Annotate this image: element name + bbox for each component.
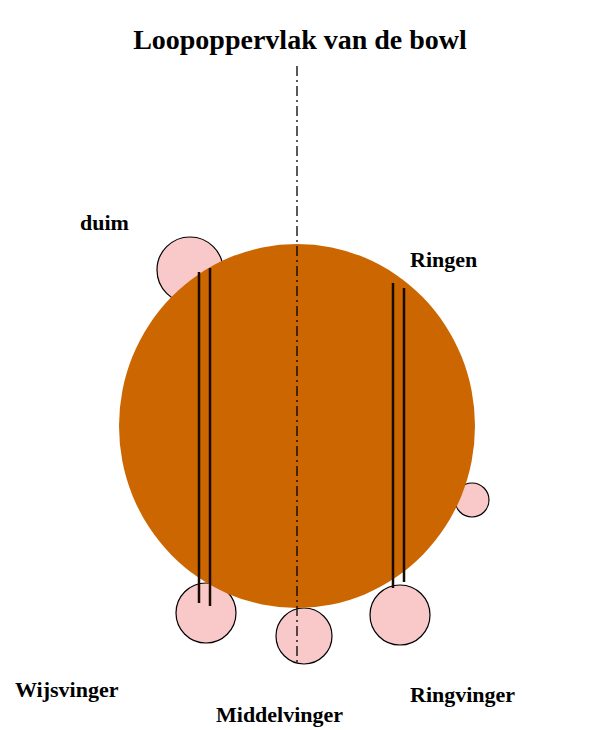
axis-line xyxy=(296,66,297,664)
ring-line xyxy=(209,268,212,606)
diagram-title: Loopoppervlak van de bowl xyxy=(133,24,467,56)
ring-line xyxy=(198,272,201,603)
part-label: duim xyxy=(80,210,129,235)
part-label: Ringvinger xyxy=(410,682,515,707)
part-label: Ringen xyxy=(410,247,477,272)
ring-line xyxy=(392,283,395,588)
part-label: Wijsvinger xyxy=(15,677,118,702)
finger-shape xyxy=(276,608,332,664)
part-label: Middelvinger xyxy=(216,702,343,727)
finger-shape xyxy=(370,585,430,645)
ring-line xyxy=(403,288,406,582)
